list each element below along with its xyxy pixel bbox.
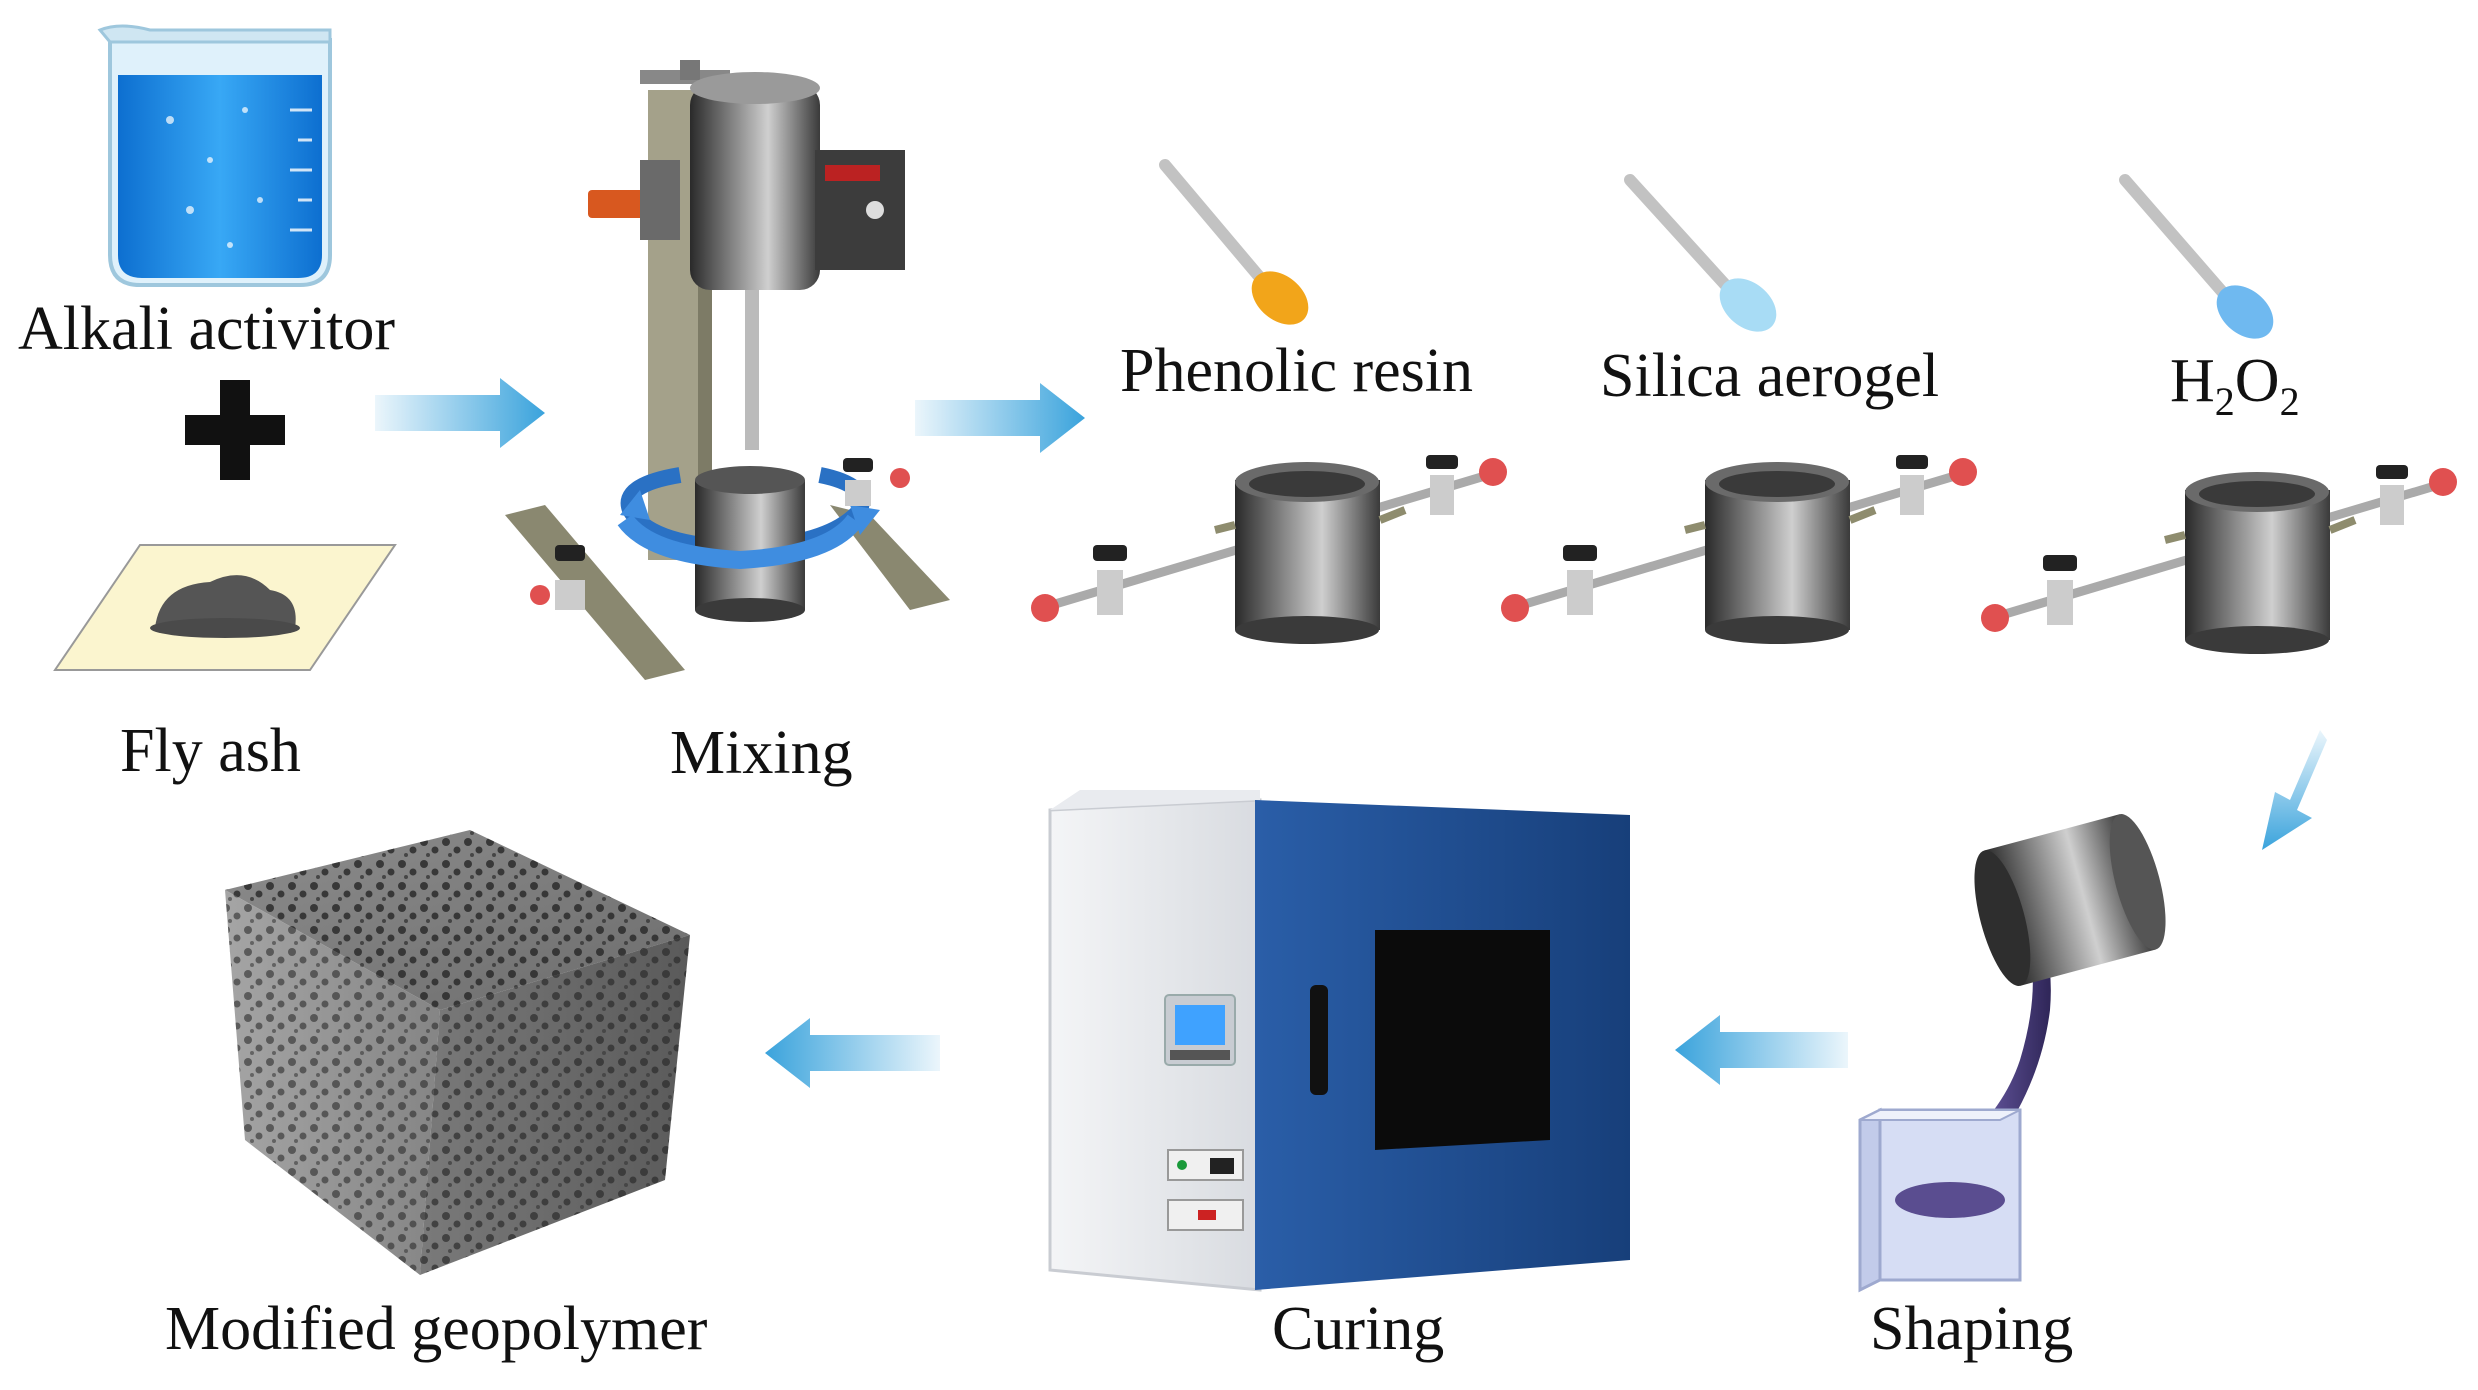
mixer-icon (505, 60, 950, 680)
spoon-icon (1159, 159, 1309, 325)
plus-icon (185, 380, 285, 480)
process-arrow (2262, 730, 2327, 850)
h2o2-o: O (2234, 347, 2280, 415)
oven-icon (1048, 790, 1630, 1292)
shaping-label: Shaping (1870, 1295, 2074, 1363)
container-icon (1981, 465, 2457, 654)
h2o2-h: H (2170, 347, 2215, 415)
h2o2-sub-2: 2 (2279, 379, 2300, 424)
container-icon (1501, 455, 1977, 644)
curing-label: Curing (1272, 1295, 1445, 1363)
mould-icon (1858, 814, 2166, 1293)
silica-aerogel-label: Silica aerogel (1600, 342, 1940, 410)
container-icon (1031, 455, 1507, 644)
fly-ash-sheet-icon (53, 544, 397, 671)
fly-ash-label: Fly ash (120, 717, 301, 785)
process-arrow (1675, 1015, 1848, 1085)
process-arrow (765, 1018, 940, 1088)
spoon-icon (2119, 174, 2274, 339)
modified-geopolymer-label: Modified geopolymer (165, 1295, 708, 1363)
h2o2-sub-1: 2 (2214, 379, 2235, 424)
h2o2-label: H2O2 (2170, 350, 2300, 422)
mixing-label: Mixing (670, 719, 853, 787)
spoon-icon (1624, 174, 1777, 332)
process-arrow (375, 378, 545, 448)
beaker-icon (97, 24, 332, 287)
geopolymer-cube-icon (225, 830, 690, 1275)
alkali-activitor-label: Alkali activitor (18, 295, 396, 363)
phenolic-resin-label: Phenolic resin (1120, 337, 1473, 405)
process-arrow (915, 383, 1085, 453)
